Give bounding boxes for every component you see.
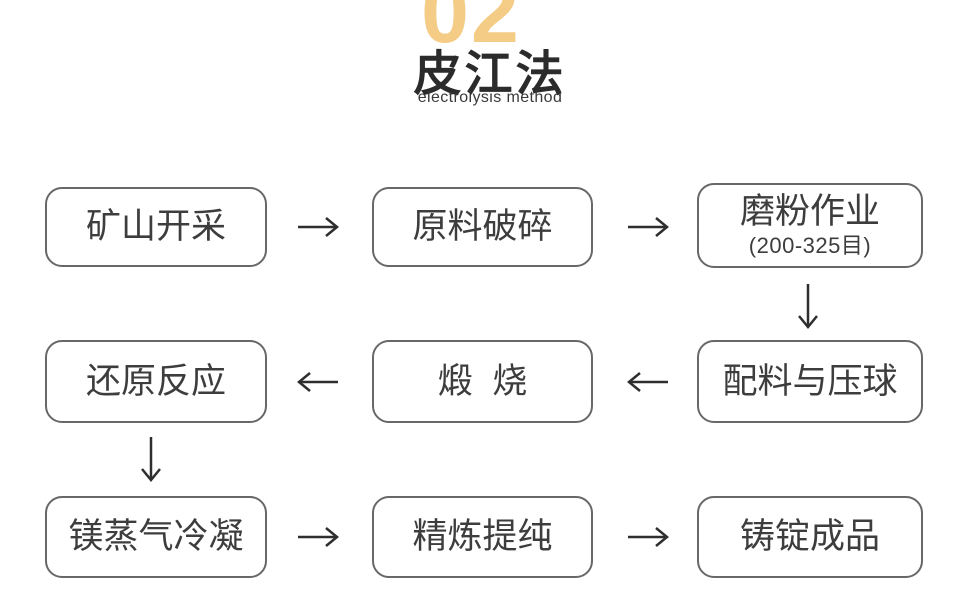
arrow-down-icon [139,436,163,482]
node-calcination: 煅 烧 [372,340,593,423]
node-sublabel: (200-325目) [748,233,872,259]
node-mg-vapor-condensation: 镁蒸气冷凝 [45,496,267,578]
arrow-down-icon [796,283,820,329]
node-label: 磨粉作业 [739,192,880,232]
arrow-left-icon [297,370,339,394]
node-label: 镁蒸气冷凝 [68,517,244,557]
node-mining: 矿山开采 [45,187,267,267]
page-title: 皮江法 [413,48,567,101]
arrow-right-icon [297,525,339,549]
node-label: 煅 烧 [437,361,528,401]
arrow-right-icon [627,525,669,549]
page-subtitle: electrolysis method [417,89,563,106]
node-ingot-casting: 铸锭成品 [697,496,923,578]
node-refining: 精炼提纯 [372,496,593,578]
node-label: 配料与压球 [722,361,898,401]
node-grinding: 磨粉作业 (200-325目) [697,183,923,268]
node-label: 铸锭成品 [739,517,880,557]
arrow-right-icon [627,215,669,239]
arrow-right-icon [297,215,339,239]
node-label: 原料破碎 [412,207,553,247]
section-number: 02 [421,0,521,61]
node-label: 矿山开采 [85,207,226,247]
node-label: 精炼提纯 [412,517,553,557]
arrow-left-icon [627,370,669,394]
node-reduction: 还原反应 [45,340,267,423]
node-crushing: 原料破碎 [372,187,593,267]
node-label: 还原反应 [85,361,226,401]
node-batching-briquetting: 配料与压球 [697,340,923,423]
